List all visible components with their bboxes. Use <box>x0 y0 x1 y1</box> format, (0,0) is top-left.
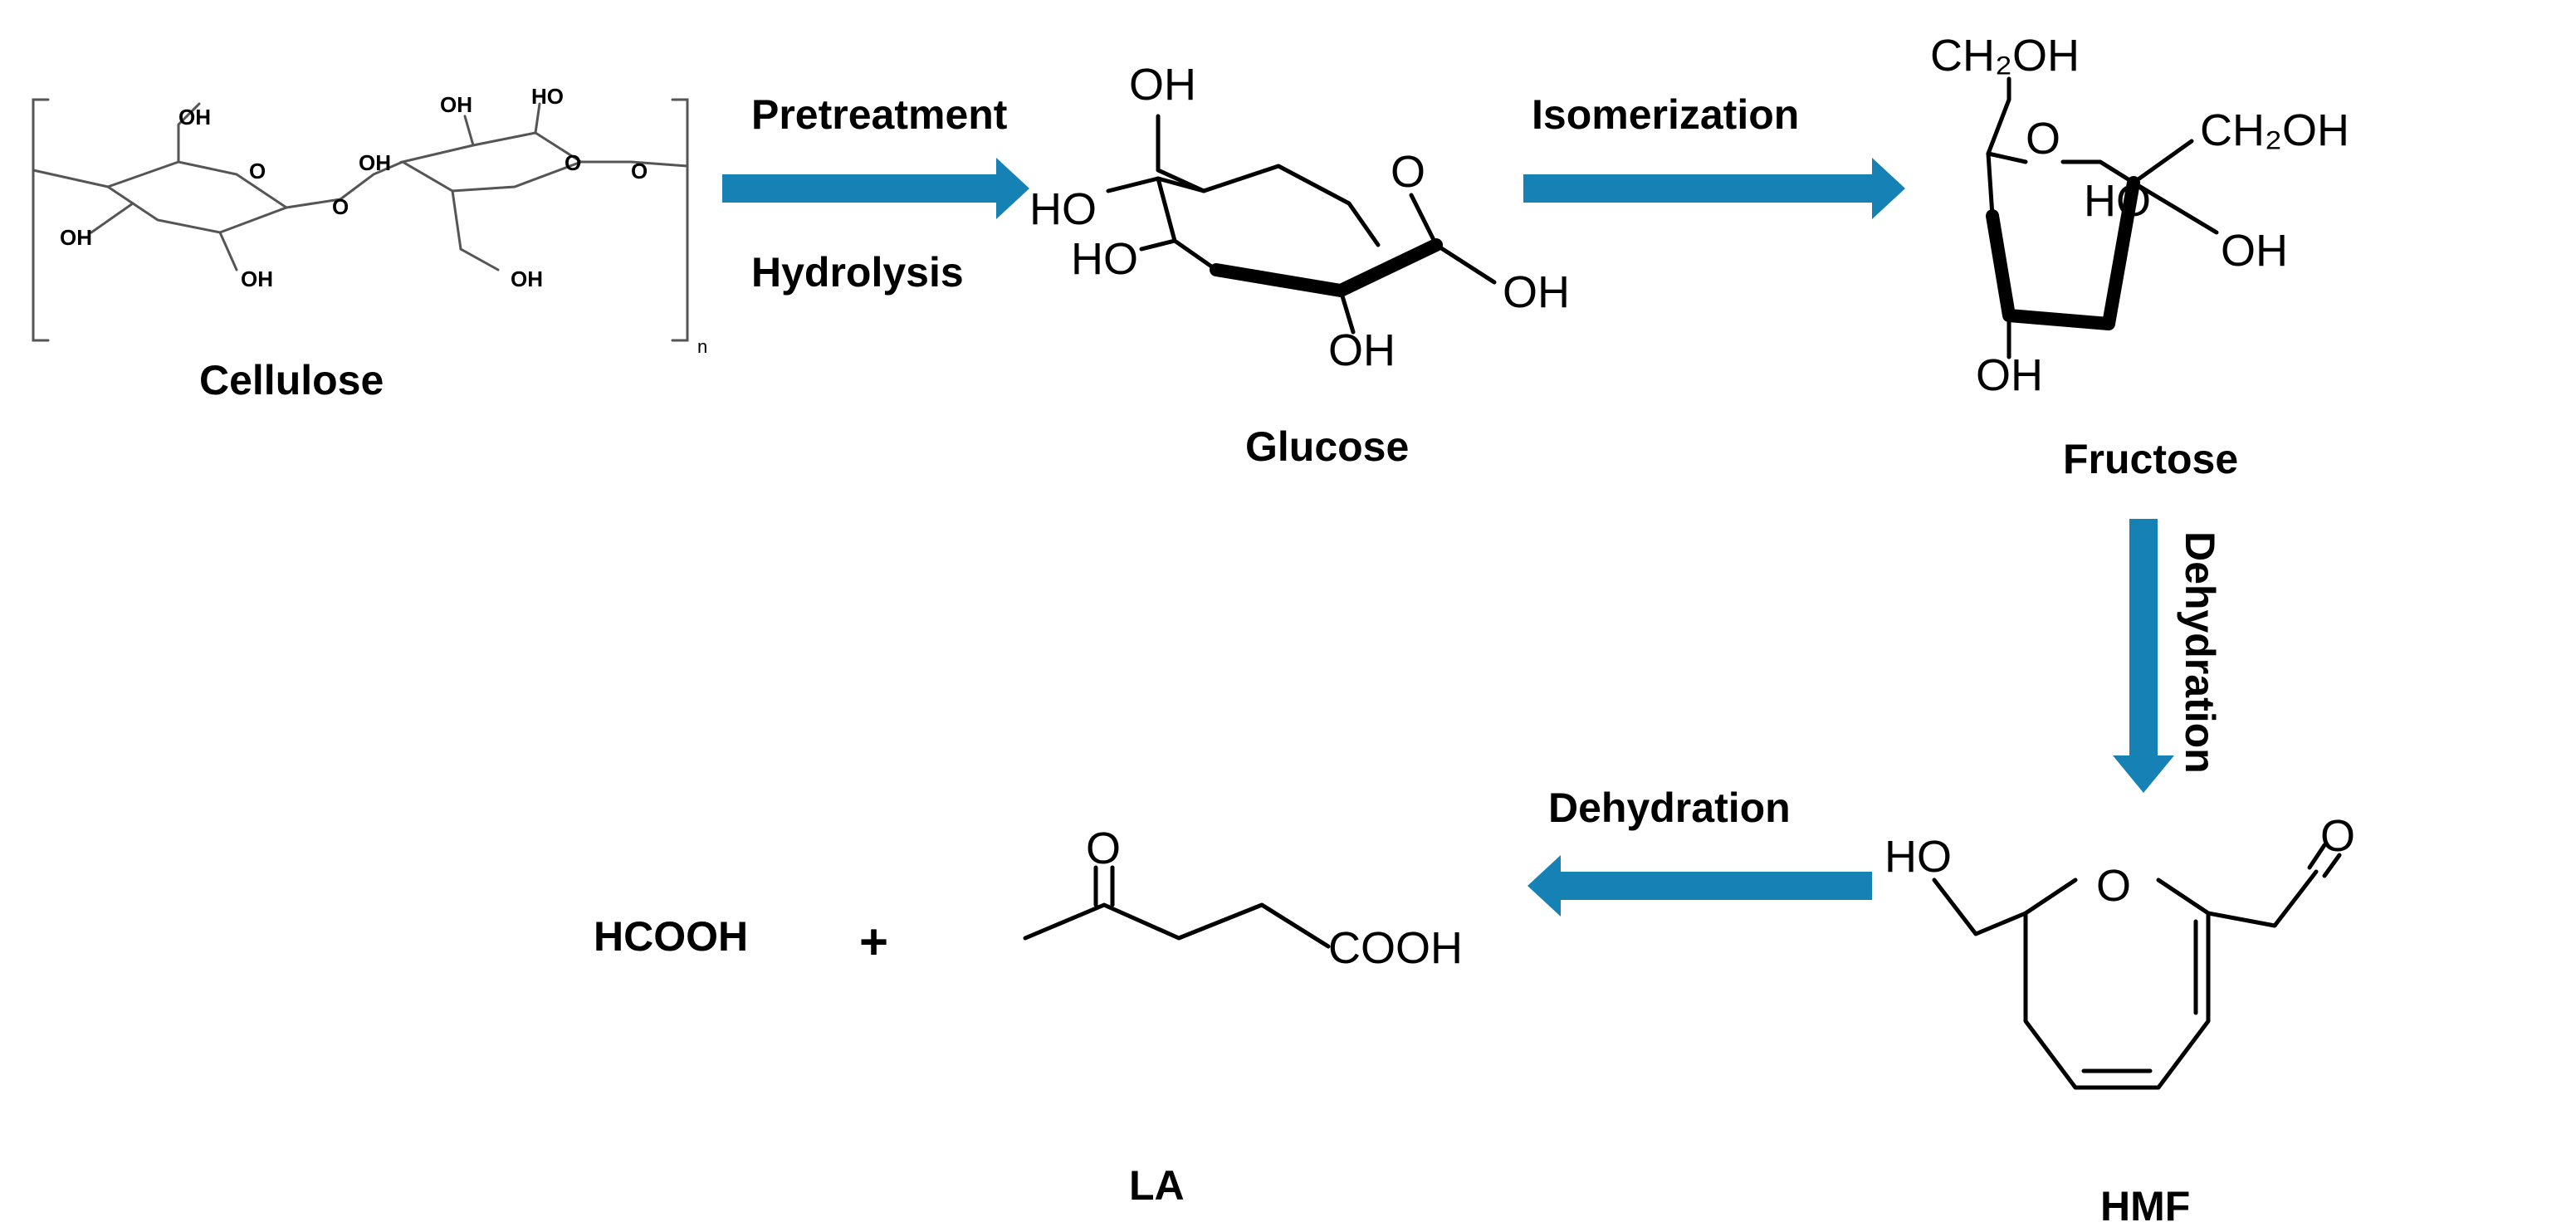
formic-acid-label: HCOOH <box>594 913 748 960</box>
left-bracket <box>32 98 50 342</box>
cellulose-bond <box>339 160 404 201</box>
atom-label: HO <box>1071 234 1138 284</box>
atom-label: O <box>1391 147 1425 197</box>
glucose-label: Glucose <box>1245 423 1409 470</box>
fructose-structure: CH₂OH O CH₂OH HO OH OH <box>1930 31 2349 400</box>
atom-label: OH <box>1976 350 2043 400</box>
cellulose-bond <box>463 115 475 147</box>
dehydration-arrow-horizontal <box>1528 855 1872 917</box>
fructose-bond <box>2131 139 2194 185</box>
hmf-double-bonds <box>2081 919 2198 1073</box>
atom-label: OH <box>178 105 211 130</box>
cellulose-bond <box>534 102 541 134</box>
glucose-bond <box>1156 114 1206 193</box>
fructose-label: Fructose <box>2063 436 2238 482</box>
atom-label: O <box>631 159 648 183</box>
la-ketone-double-bond <box>1093 865 1115 907</box>
atom-label: O <box>565 150 581 175</box>
la-chain <box>1023 902 1331 949</box>
atom-label: OH <box>1129 60 1196 110</box>
right-bracket <box>671 98 689 342</box>
dehydration-label-vertical: Dehydration <box>2177 531 2223 774</box>
cellulose-bond <box>579 160 689 168</box>
atom-label: OH <box>359 150 391 175</box>
cellulose-bond <box>285 198 342 209</box>
hmf-double-bond <box>2307 843 2342 878</box>
fructose-bond <box>2060 159 2136 185</box>
atom-label: CH₂OH <box>2200 105 2349 155</box>
cellulose-bond <box>451 189 500 271</box>
cellulose-ring-2 <box>398 131 584 193</box>
atom-label: O <box>2320 811 2355 861</box>
atom-label: O <box>2096 861 2131 911</box>
atom-label: CH₂OH <box>1930 31 2080 81</box>
cellulose-structure: n OH O OH OH OH O OH HO O O OH <box>32 84 707 357</box>
glucose-bond <box>1434 242 1497 285</box>
pretreatment-arrow <box>722 158 1029 219</box>
hmf-bond <box>2206 869 2319 928</box>
glucose-bond <box>1409 193 1439 247</box>
isomerization-label: Isomerization <box>1532 91 1799 138</box>
hydrolysis-label: Hydrolysis <box>751 249 964 296</box>
hmf-ring <box>2023 878 2211 1090</box>
fructose-bond <box>2131 180 2219 235</box>
isomerization-arrow <box>1523 158 1905 219</box>
dehydration-label-horizontal: Dehydration <box>1548 785 1791 831</box>
atom-label: O <box>2026 114 2060 164</box>
atom-label: OH <box>1503 267 1570 317</box>
atom-label: OH <box>241 266 273 291</box>
atom-label: O <box>249 159 266 183</box>
cellulose-bond <box>90 202 134 234</box>
atom-label: HO <box>1029 184 1097 234</box>
cellulose-label: Cellulose <box>199 357 384 403</box>
cellulose-bond <box>177 102 201 164</box>
la-structure: O COOH <box>1023 824 1463 973</box>
hmf-label: HMF <box>2100 1183 2190 1230</box>
atom-label: HO <box>1884 832 1952 882</box>
glucose-bond <box>1139 238 1177 252</box>
atom-label: O <box>332 194 349 219</box>
atom-label: HO <box>531 84 564 109</box>
la-label: LA <box>1129 1162 1185 1209</box>
cellulose-bond <box>218 231 238 271</box>
hmf-structure: HO O O <box>1884 811 2355 1090</box>
atom-label: OH <box>440 92 472 117</box>
glucose-ring-front <box>1210 238 1443 297</box>
atom-label: OH <box>2221 226 2288 276</box>
atom-label: OH <box>1328 325 1396 375</box>
hmf-bond <box>1932 878 2028 936</box>
atom-label: HO <box>2084 176 2151 226</box>
glucose-bond <box>1156 176 1219 272</box>
fructose-ring-front <box>1986 176 2140 330</box>
glucose-ring-top <box>1201 164 1381 247</box>
atom-label: COOH <box>1328 923 1463 973</box>
glucose-bond <box>1338 288 1356 335</box>
polymer-n-label: n <box>697 336 707 357</box>
plus-sign: + <box>859 914 888 970</box>
atom-label: OH <box>60 225 92 250</box>
glucose-structure: OH HO O HO OH OH <box>1029 60 1570 375</box>
fructose-bond <box>1986 151 2028 164</box>
fructose-bond <box>1986 76 2011 218</box>
pretreatment-label: Pretreatment <box>751 91 1008 138</box>
atom-label: OH <box>511 266 543 291</box>
dehydration-arrow-vertical <box>2113 519 2174 793</box>
atom-label: O <box>1086 824 1121 873</box>
cellulose-bond <box>32 169 110 188</box>
